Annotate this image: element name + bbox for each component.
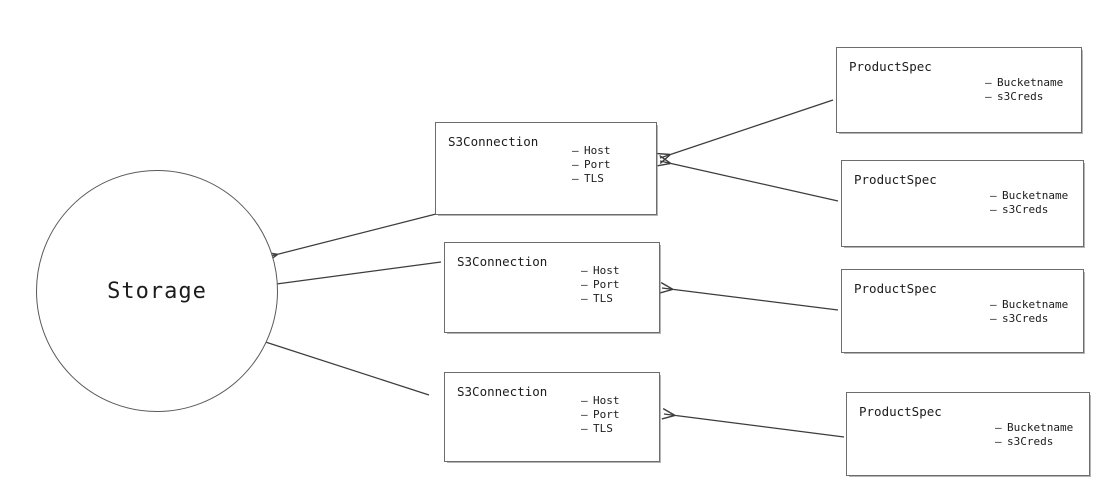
attribute-label: Bucketname xyxy=(1002,189,1069,202)
attribute-item: –Host xyxy=(581,264,620,278)
s3-connection-2-attributes: –Host–Port–TLS xyxy=(581,264,620,306)
attribute-dash-icon: – xyxy=(995,435,1002,448)
s3-connection-3-attributes: –Host–Port–TLS xyxy=(581,394,620,436)
product-spec-3-title: ProductSpec xyxy=(854,281,937,296)
attribute-label: s3Creds xyxy=(1002,312,1049,325)
attribute-dash-icon: – xyxy=(990,189,997,202)
attribute-item: –Host xyxy=(581,394,620,408)
attribute-label: Host xyxy=(593,264,620,277)
attribute-item: –s3Creds xyxy=(985,90,1063,104)
attribute-label: TLS xyxy=(593,292,613,305)
attribute-dash-icon: – xyxy=(572,158,579,171)
attribute-label: Host xyxy=(584,144,611,157)
attribute-dash-icon: – xyxy=(581,408,588,421)
s3-connection-3-title: S3Connection xyxy=(457,384,548,399)
attribute-item: –TLS xyxy=(581,292,620,306)
arrow-spec3-to-conn2 xyxy=(662,288,839,311)
arrow-spec2-to-conn1 xyxy=(660,161,839,202)
attribute-label: Bucketname xyxy=(1002,298,1069,311)
attribute-item: –Bucketname xyxy=(990,298,1068,312)
attribute-dash-icon: – xyxy=(581,264,588,277)
product-spec-3-attributes: –Bucketname–s3Creds xyxy=(990,298,1068,326)
attribute-dash-icon: – xyxy=(990,203,997,216)
s3-connection-1-title: S3Connection xyxy=(448,134,539,149)
attribute-dash-icon: – xyxy=(990,298,997,311)
product-spec-1-title: ProductSpec xyxy=(849,59,932,74)
arrow-spec1-to-conn1 xyxy=(660,99,834,158)
attribute-label: TLS xyxy=(584,172,604,185)
attribute-item: –Bucketname xyxy=(985,76,1063,90)
attribute-label: Bucketname xyxy=(1007,421,1074,434)
product-spec-1-attributes: –Bucketname–s3Creds xyxy=(985,76,1063,104)
attribute-item: –Bucketname xyxy=(990,189,1068,203)
s3-connection-3[interactable]: S3Connection–Host–Port–TLS xyxy=(444,372,660,462)
attribute-item: –Port xyxy=(581,408,620,422)
attribute-label: Bucketname xyxy=(997,76,1064,89)
attribute-dash-icon: – xyxy=(581,422,588,435)
attribute-label: s3Creds xyxy=(997,90,1044,103)
product-spec-4-title: ProductSpec xyxy=(859,404,942,419)
attribute-item: –TLS xyxy=(572,172,611,186)
product-spec-1[interactable]: ProductSpec –Bucketname–s3Creds xyxy=(836,47,1082,133)
storage-label: Storage xyxy=(107,278,207,304)
product-spec-2[interactable]: ProductSpec –Bucketname–s3Creds xyxy=(841,160,1084,247)
attribute-dash-icon: – xyxy=(581,278,588,291)
attribute-dash-icon: – xyxy=(572,144,579,157)
attribute-label: s3Creds xyxy=(1002,203,1049,216)
attribute-item: –s3Creds xyxy=(990,203,1068,217)
attribute-dash-icon: – xyxy=(572,172,579,185)
product-spec-4[interactable]: ProductSpec –Bucketname–s3Creds xyxy=(846,392,1090,476)
s3-connection-2[interactable]: S3Connection–Host–Port–TLS xyxy=(444,242,660,333)
arrow-conn2-to-storage xyxy=(254,261,442,287)
attribute-item: –s3Creds xyxy=(995,435,1073,449)
attribute-item: –s3Creds xyxy=(990,312,1068,326)
s3-connection-2-title: S3Connection xyxy=(457,254,548,269)
attribute-item: –Bucketname xyxy=(995,421,1073,435)
attribute-label: Port xyxy=(593,278,620,291)
attribute-item: –Port xyxy=(581,278,620,292)
arrow-conn3-to-storage xyxy=(250,337,430,396)
s3-connection-1-attributes: –Host–Port–TLS xyxy=(572,144,611,186)
attribute-dash-icon: – xyxy=(581,292,588,305)
attribute-dash-icon: – xyxy=(990,312,997,325)
attribute-item: –Host xyxy=(572,144,611,158)
product-spec-2-attributes: –Bucketname–s3Creds xyxy=(990,189,1068,217)
attribute-label: Port xyxy=(593,408,620,421)
arrow-conn1-to-storage xyxy=(267,213,437,257)
storage-node[interactable]: Storage xyxy=(36,170,278,412)
s3-connection-1[interactable]: S3Connection–Host–Port–TLS xyxy=(435,122,657,215)
product-spec-3[interactable]: ProductSpec –Bucketname–s3Creds xyxy=(841,269,1084,353)
attribute-dash-icon: – xyxy=(581,394,588,407)
attribute-label: TLS xyxy=(593,422,613,435)
product-spec-2-title: ProductSpec xyxy=(854,172,937,187)
product-spec-4-attributes: –Bucketname–s3Creds xyxy=(995,421,1073,449)
attribute-item: –Port xyxy=(572,158,611,172)
attribute-label: s3Creds xyxy=(1007,435,1054,448)
attribute-dash-icon: – xyxy=(995,421,1002,434)
attribute-dash-icon: – xyxy=(985,90,992,103)
arrow-spec4-to-conn3 xyxy=(664,414,845,438)
attribute-item: –TLS xyxy=(581,422,620,436)
attribute-label: Host xyxy=(593,394,620,407)
attribute-label: Port xyxy=(584,158,611,171)
attribute-dash-icon: – xyxy=(985,76,992,89)
